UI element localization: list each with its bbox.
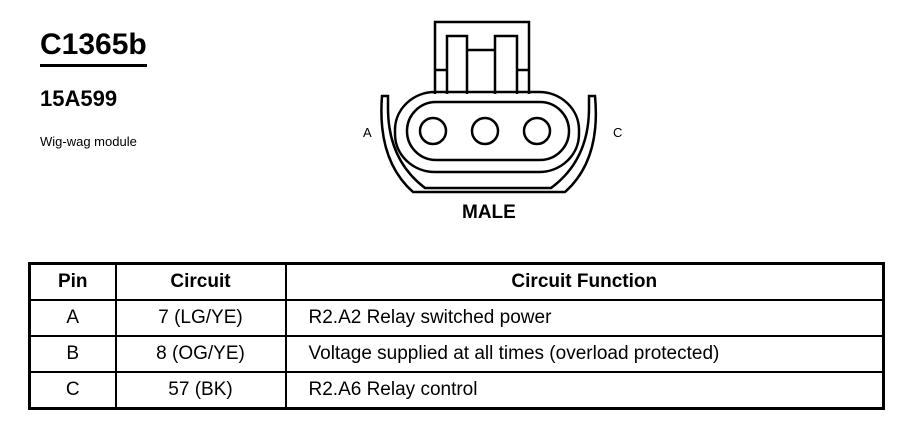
connector-housing (393, 90, 581, 174)
connector-latch (433, 20, 531, 94)
pin-label-right: C (613, 125, 622, 140)
table-row: B 8 (OG/YE) Voltage supplied at all time… (28, 335, 885, 373)
circuit-cell: 57 (BK) (114, 371, 287, 410)
header-pin: Pin (28, 262, 117, 301)
pin-cell: A (28, 299, 117, 337)
header-circuit: Circuit (114, 262, 287, 301)
part-number: 15A599 (40, 86, 118, 111)
function-cell: R2.A2 Relay switched power (284, 299, 885, 337)
table-row: C 57 (BK) R2.A6 Relay control (28, 371, 885, 410)
pin-cell: B (28, 335, 117, 373)
table-row: A 7 (LG/YE) R2.A2 Relay switched power (28, 299, 885, 337)
header-circuit-function: Circuit Function (284, 262, 885, 301)
pin-table: Pin Circuit Circuit Function A 7 (LG/YE)… (28, 262, 885, 410)
function-cell: R2.A6 Relay control (284, 371, 885, 410)
pin-socket (418, 116, 448, 146)
circuit-cell: 8 (OG/YE) (114, 335, 287, 373)
circuit-cell: 7 (LG/YE) (114, 299, 287, 337)
pin-socket (522, 116, 552, 146)
function-cell: Voltage supplied at all times (overload … (284, 335, 885, 373)
connector-description: Wig-wag module (40, 134, 137, 149)
connector-gender: MALE (462, 202, 516, 223)
pin-label-left: A (363, 125, 372, 140)
connector-diagram: A C (363, 20, 622, 194)
table-header-row: Pin Circuit Circuit Function (28, 262, 885, 301)
connector-id: C1365b (40, 28, 147, 67)
pin-socket (470, 116, 500, 146)
connector-shell (380, 94, 598, 194)
pin-cell: C (28, 371, 117, 410)
